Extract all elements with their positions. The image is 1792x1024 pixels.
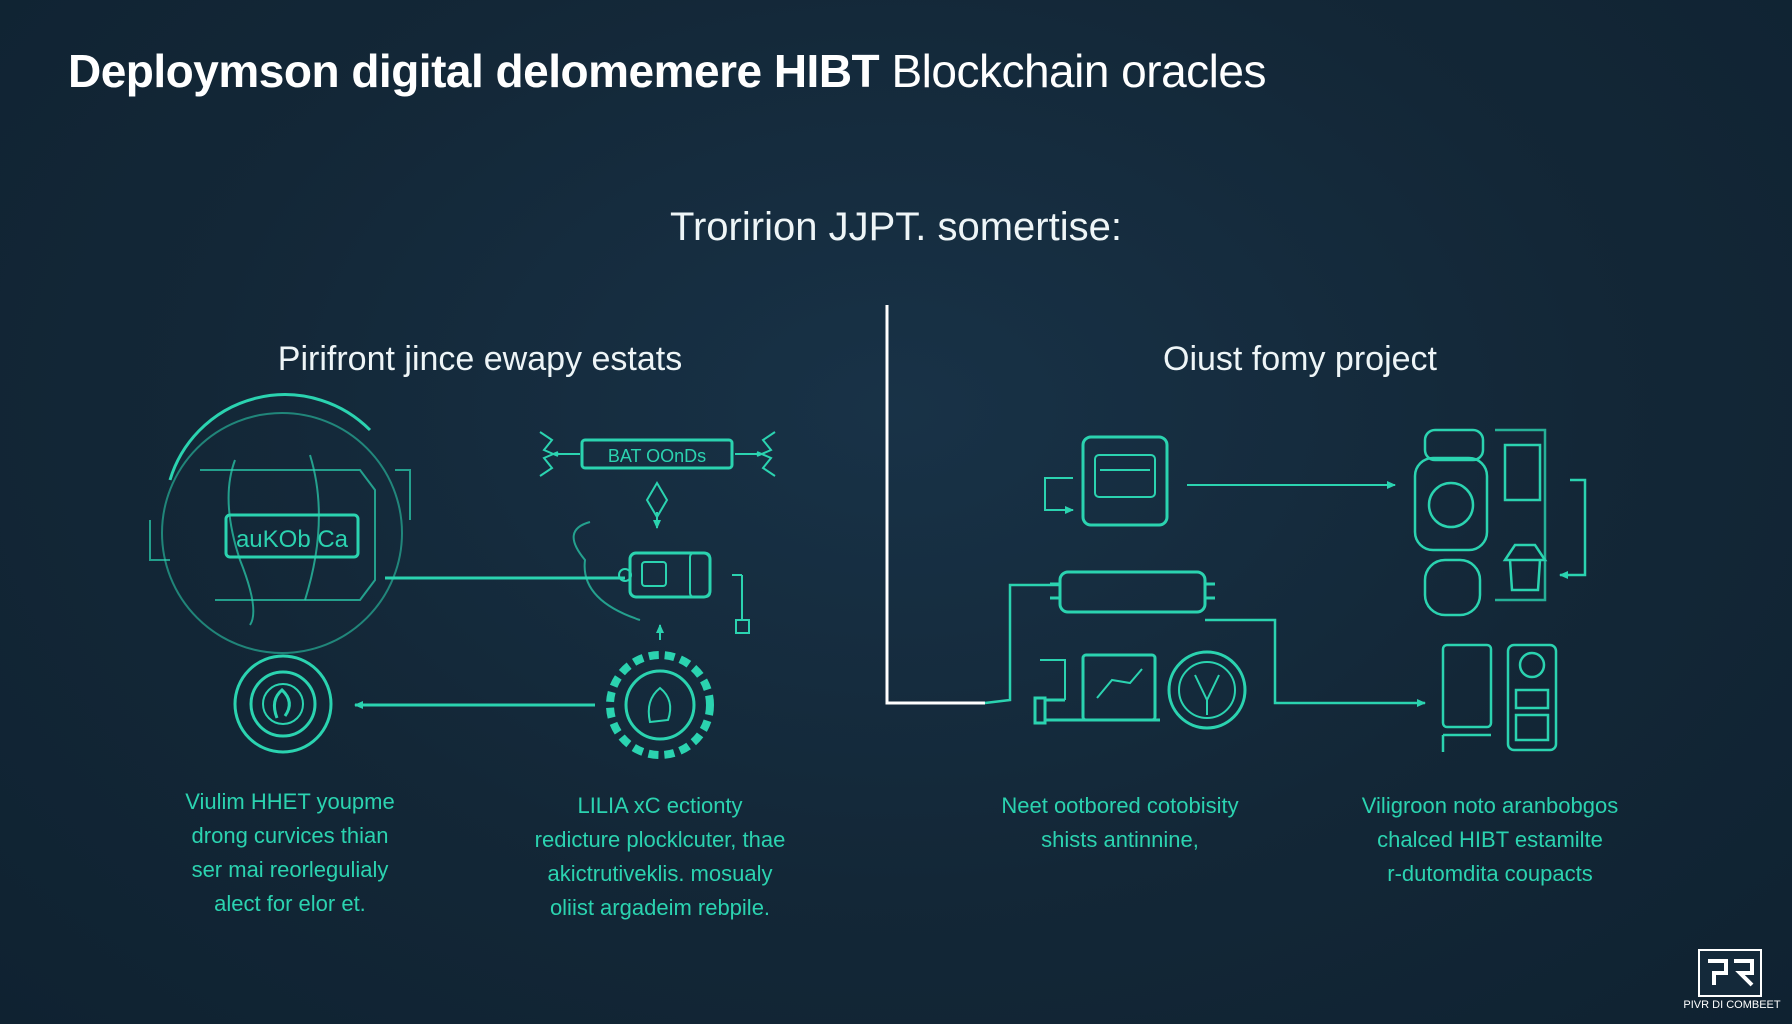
caption-line: Neet ootbored cotobisity [1001,793,1239,818]
battery-bus-icon [984,570,1426,707]
processor-node-icon [572,521,750,634]
page-title: Deploymson digital delomemere HIBT Block… [68,44,1266,98]
caption-left-a: Viulim HHET youpme drong curvices thian … [120,785,460,921]
corner-badge: PIVR DI COMBEET [1683,949,1781,1015]
page-title-bold: Deploymson digital delomemere HIBT [68,45,880,97]
caption-right-a: Neet ootbored cotobisity shists antinnin… [940,789,1300,857]
monitor-node-icon [1033,653,1160,725]
right-section-title: Oiust fomy project [1163,340,1437,378]
server-node-icon [1044,435,1169,527]
device-cluster-icon [1413,428,1587,617]
settings-gear-icon [606,651,714,759]
caption-line: LILIA xC ectionty [577,793,743,818]
caption-line: oliist argadeim rebpile. [549,895,771,920]
caption-line: akictrutiveklis. mosualy [547,861,773,886]
caption-line: drong curvices thian [191,823,389,848]
caption-left-b: LILIA xC ectionty redicture plocklcuter,… [480,789,840,925]
caption-line: Viulim HHET youpme [185,789,395,814]
caption-right-b: Viligroon noto aranbobgos chalced HIBT e… [1300,789,1680,891]
caption-line: r-dutomdita coupacts [1387,861,1593,886]
globe-chip-label: auKOb Ca [236,526,349,553]
caption-line: ser mai reorlegulialy [191,857,389,882]
caption-line: shists antinnine, [1041,827,1199,852]
handheld-devices-icon [1441,643,1558,752]
compass-node-icon [1167,650,1247,730]
caption-line: redicture plocklcuter, thae [534,827,786,852]
caption-line: chalced HIBT estamilte [1377,827,1603,852]
lock-gear-icon [233,654,333,754]
globe-node-icon [149,393,411,654]
left-section-title: Pirifront jince ewapy estats [277,340,683,378]
caption-line: Viligroon noto aranbobgos [1361,793,1619,818]
banner-label: BAT OOnDs [608,446,706,466]
banner-node-icon [539,431,776,529]
badge-logo-icon [1698,949,1762,997]
page-title-light: Blockchain oracles [891,45,1266,97]
badge-text: PIVR DI COMBEET [1683,999,1781,1011]
page-subtitle: Troririon JJPT. somertise: [670,205,1122,249]
center-divider [885,305,985,705]
caption-line: alect for elor et. [214,891,366,916]
